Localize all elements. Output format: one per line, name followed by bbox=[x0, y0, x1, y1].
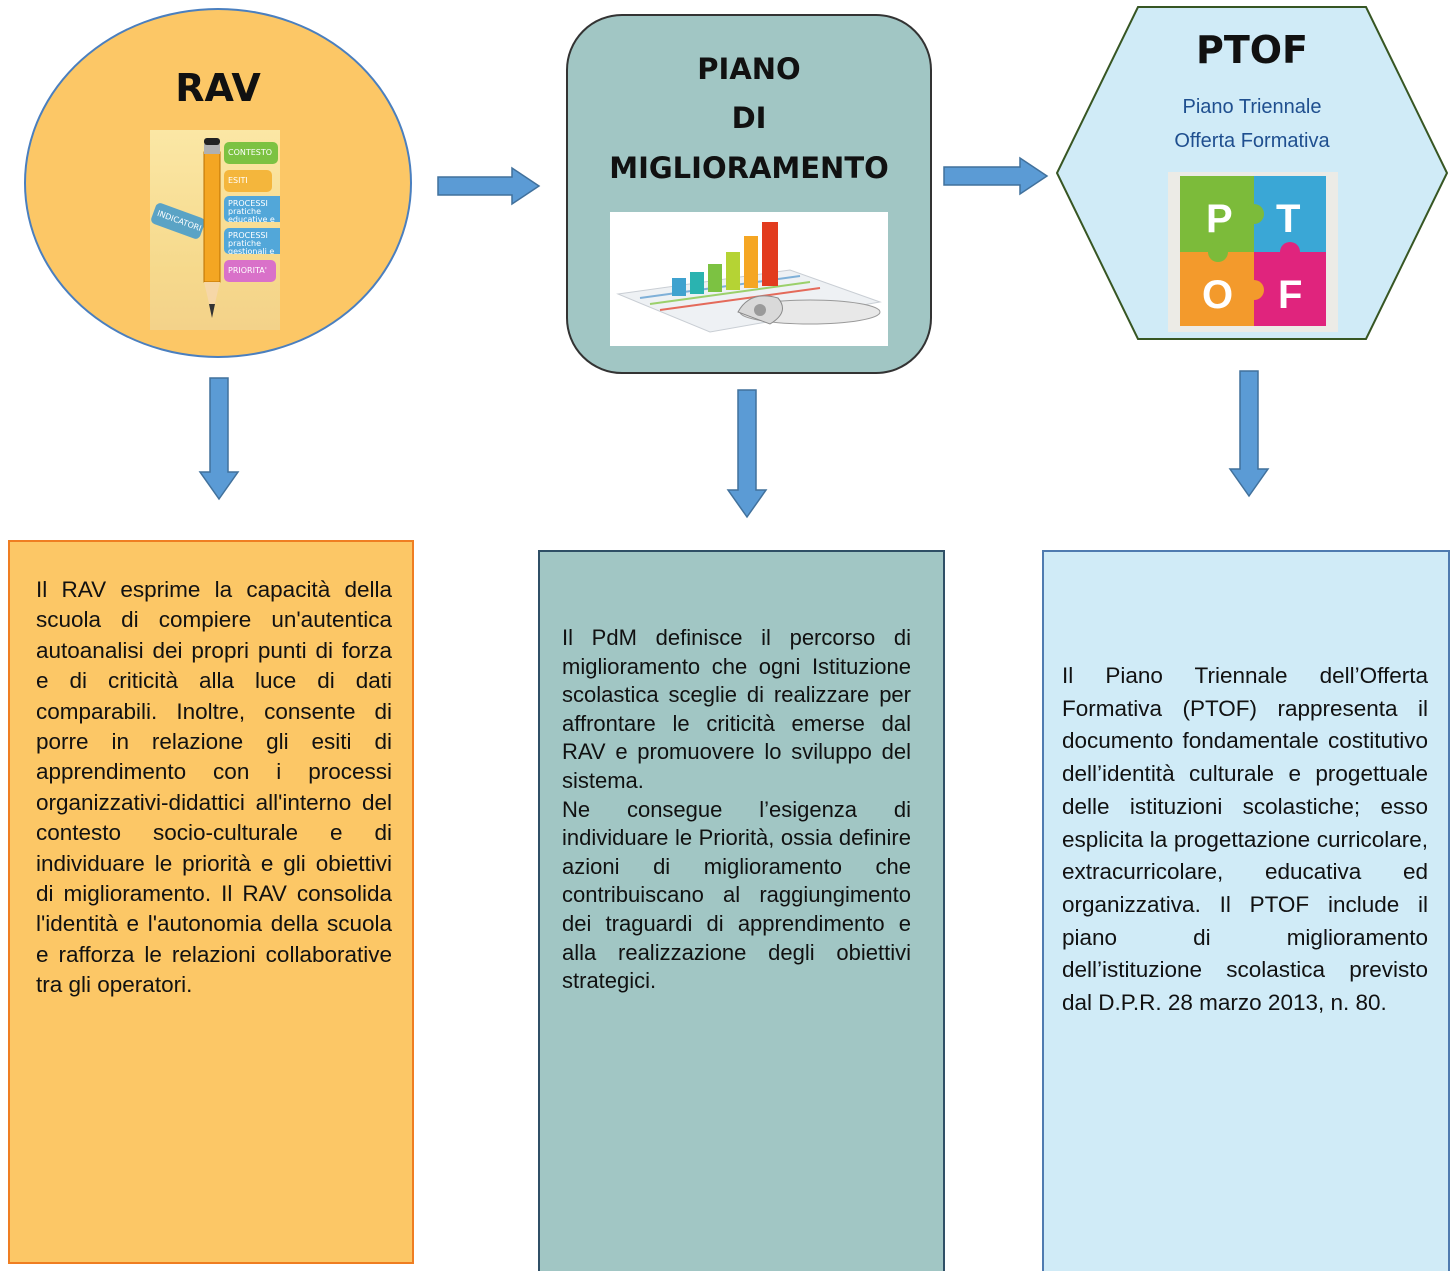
pdm-description-2: Ne consegue l’esigenza di individuare le… bbox=[562, 796, 911, 994]
pdm-description-1: Il PdM definisce il percorso di migliora… bbox=[562, 625, 911, 793]
pdm-title-line: MIGLIORAMENTO bbox=[609, 151, 889, 185]
ptof-logo-letter: P bbox=[1206, 197, 1233, 241]
arrow-down-icon bbox=[726, 389, 768, 519]
ptof-subtitle-line: Piano Triennale bbox=[1182, 96, 1322, 118]
ptof-logo-letter: O bbox=[1202, 273, 1233, 317]
arrow-down-icon bbox=[1228, 370, 1270, 498]
rav-image-label: PROCESSI pratiche educative e didattiche bbox=[224, 196, 280, 222]
rav-image-label: PROCESSI pratiche gestionali e educative bbox=[224, 228, 280, 254]
rav-pencil-image: CONTESTO ESITI PROCESSI pratiche educati… bbox=[150, 130, 280, 330]
rav-image-label: PRIORITA' bbox=[224, 260, 276, 282]
ptof-logo-letter: T bbox=[1276, 197, 1300, 241]
rav-title: RAV bbox=[175, 66, 261, 110]
ptof-description-box: Il Piano Triennale dell’Offerta Formativ… bbox=[1042, 550, 1450, 1271]
bar-chart-illustration bbox=[610, 212, 888, 346]
pdm-title-line: PIANO bbox=[697, 52, 801, 86]
arrow-right-icon bbox=[943, 156, 1049, 196]
ptof-puzzle-logo: P T O F bbox=[1168, 172, 1338, 332]
rav-description: Il RAV esprime la capacità della scuola … bbox=[36, 577, 392, 998]
pdm-title-line: DI bbox=[731, 101, 767, 135]
bar-chart-icon bbox=[616, 222, 882, 333]
arrow-down-icon bbox=[198, 377, 240, 501]
ptof-subtitle-line: Offerta Formativa bbox=[1174, 130, 1330, 152]
ptof-description: Il Piano Triennale dell’Offerta Formativ… bbox=[1062, 663, 1428, 1016]
arrow-right-icon bbox=[437, 166, 541, 206]
rav-description-box: Il RAV esprime la capacità della scuola … bbox=[8, 540, 414, 1264]
rav-image-label: CONTESTO bbox=[224, 142, 278, 164]
ptof-title: PTOF bbox=[1195, 28, 1309, 72]
rav-image-label: ESITI bbox=[224, 170, 272, 192]
puzzle-icon: P T O F bbox=[1180, 176, 1326, 326]
ptof-logo-letter: F bbox=[1278, 273, 1302, 317]
pdm-description-box: Il PdM definisce il percorso di migliora… bbox=[538, 550, 945, 1271]
pencil-icon bbox=[203, 138, 221, 318]
